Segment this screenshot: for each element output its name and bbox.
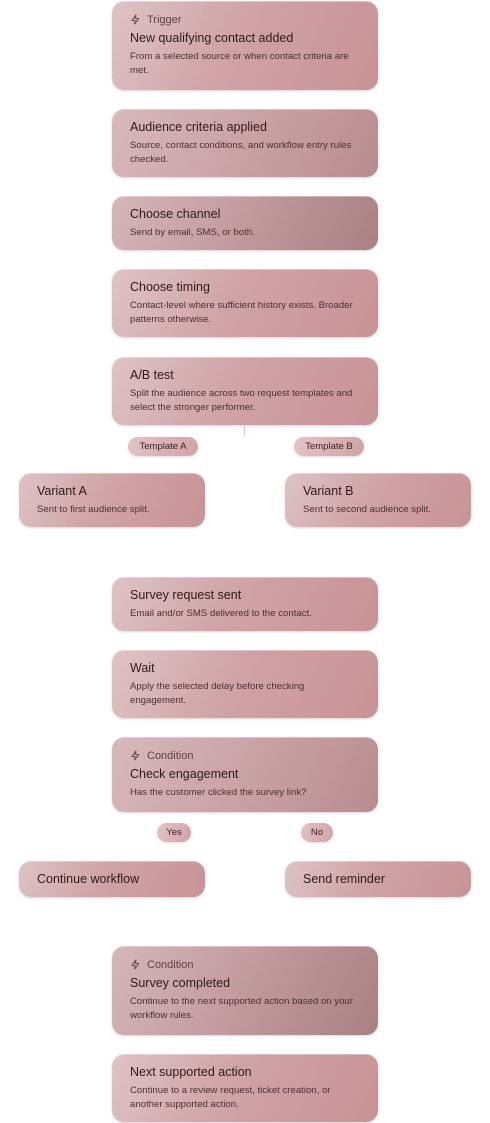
trigger-title: New qualifying contact added (130, 30, 294, 45)
send-reminder-node[interactable]: Send reminder (285, 861, 471, 897)
next-action-desc: Continue to a review request, ticket cre… (130, 1084, 331, 1110)
channel-node[interactable]: Choose channel Send by email, SMS, or bo… (112, 196, 378, 250)
engagement-desc: Has the customer clicked the survey link… (130, 786, 307, 798)
variant-b-node[interactable]: Variant B Sent to second audience split. (285, 473, 471, 527)
continue-workflow-node[interactable]: Continue workflow (19, 861, 205, 897)
variant-b-desc: Sent to second audience split. (303, 503, 432, 515)
template-b-pill[interactable]: Template B (294, 437, 364, 456)
completed-tag: Condition (130, 959, 360, 971)
trigger-tag-label: Trigger (147, 13, 182, 26)
connector-abtest (244, 426, 245, 436)
variant-a-desc: Sent to first audience split. (37, 503, 150, 515)
abtest-title: A/B test (130, 367, 174, 382)
variant-a-title: Variant A (37, 483, 87, 498)
audience-title: Audience criteria applied (130, 119, 267, 134)
template-a-pill[interactable]: Template A (128, 437, 198, 456)
lightning-bolt-icon (131, 750, 140, 761)
survey-completed-title: Survey completed (130, 975, 231, 990)
completed-tag-label: Condition (147, 958, 194, 971)
yes-pill[interactable]: Yes (157, 823, 191, 842)
trigger-tag: Trigger (130, 14, 360, 26)
next-action-title: Next supported action (130, 1064, 252, 1079)
engagement-tag: Condition (130, 750, 360, 762)
lightning-bolt-icon (131, 959, 140, 970)
survey-sent-node[interactable]: Survey request sent Email and/or SMS del… (112, 577, 378, 631)
lightning-bolt-icon (131, 14, 140, 25)
survey-sent-title: Survey request sent (130, 587, 242, 602)
wait-desc: Apply the selected delay before checking… (130, 680, 305, 706)
wait-title: Wait (130, 660, 155, 675)
audience-desc: Source, contact conditions, and workflow… (130, 139, 352, 165)
next-action-node[interactable]: Next supported action Continue to a revi… (112, 1054, 378, 1122)
engagement-tag-label: Condition (147, 749, 194, 762)
survey-completed-desc: Continue to the next supported action ba… (130, 995, 353, 1021)
audience-node[interactable]: Audience criteria applied Source, contac… (112, 109, 378, 177)
timing-desc: Contact-level where sufficient history e… (130, 299, 353, 325)
variant-a-node[interactable]: Variant A Sent to first audience split. (19, 473, 205, 527)
timing-node[interactable]: Choose timing Contact-level where suffic… (112, 269, 378, 337)
timing-title: Choose timing (130, 279, 210, 294)
engagement-node[interactable]: Condition Check engagement Has the custo… (112, 737, 378, 812)
abtest-desc: Split the audience across two request te… (130, 387, 353, 413)
survey-completed-node[interactable]: Condition Survey completed Continue to t… (112, 946, 378, 1035)
variant-b-title: Variant B (303, 483, 354, 498)
channel-title: Choose channel (130, 206, 221, 221)
survey-sent-desc: Email and/or SMS delivered to the contac… (130, 607, 312, 619)
trigger-desc: From a selected source or when contact c… (130, 50, 349, 76)
abtest-node[interactable]: A/B test Split the audience across two r… (112, 357, 378, 425)
engagement-title: Check engagement (130, 766, 239, 781)
channel-desc: Send by email, SMS, or both. (130, 226, 255, 238)
send-reminder-title: Send reminder (303, 872, 385, 886)
continue-workflow-title: Continue workflow (37, 872, 140, 886)
trigger-node[interactable]: Trigger New qualifying contact added Fro… (112, 1, 378, 90)
no-pill[interactable]: No (301, 823, 333, 842)
wait-node[interactable]: Wait Apply the selected delay before che… (112, 650, 378, 718)
